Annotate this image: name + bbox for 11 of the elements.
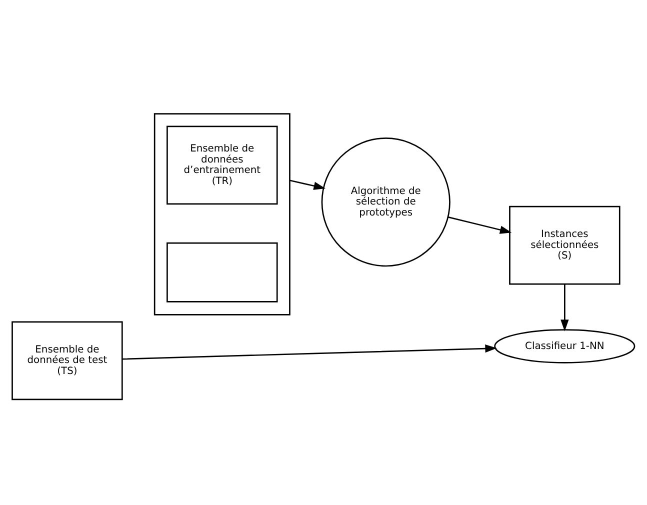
node-box: Ensemble de données de test (TS) [12,320,123,400]
arrow [122,344,497,360]
node-box: Ensemble de données d’entrainement (TR) [166,125,278,204]
cluster [154,112,290,315]
arrow [560,284,569,331]
node-ellipse: Classifieur 1-NN [494,328,636,363]
node-circle: Algorithme de sélection de prototypes [321,137,450,266]
arrow [290,179,326,190]
node-box: Instances sélectionnées (S) [509,205,620,284]
arrow [448,216,512,234]
node-box [166,242,278,302]
